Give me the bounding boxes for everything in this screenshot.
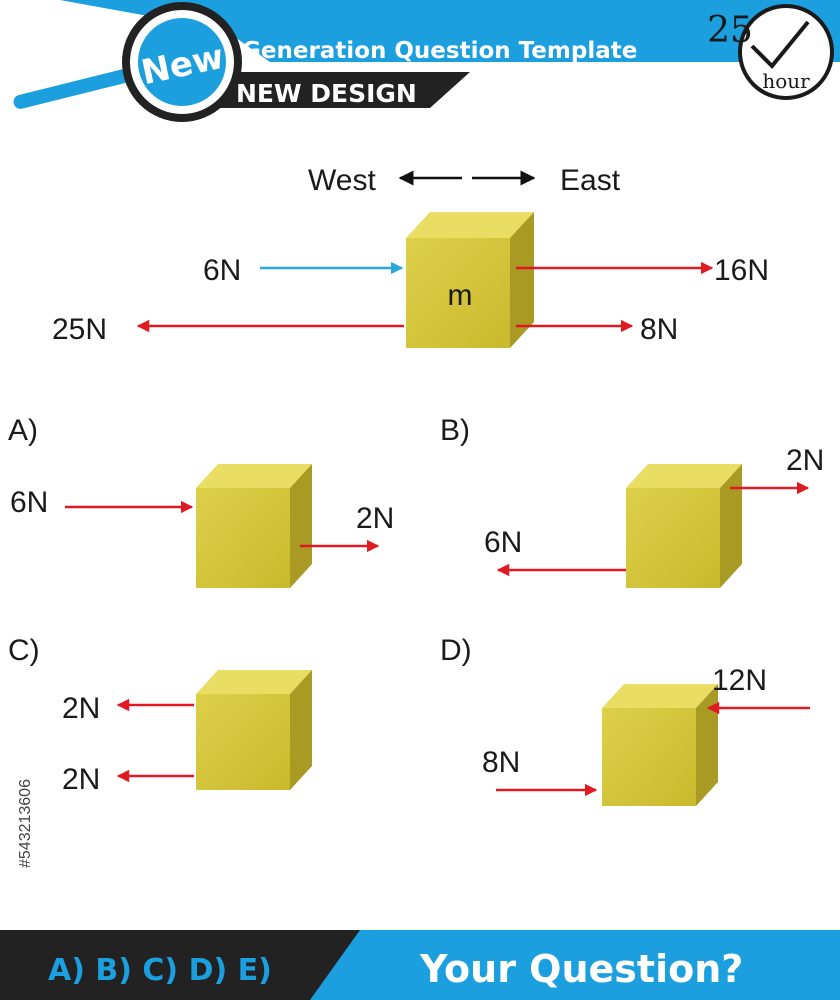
answer-choices: A) B) C) D) E) bbox=[48, 953, 272, 988]
option-a[interactable]: A) 6N 2N bbox=[8, 414, 394, 588]
direction-east: East bbox=[560, 164, 621, 197]
option-b[interactable]: B) 2N 6N bbox=[440, 414, 824, 588]
option-d-force-left: 8N bbox=[482, 746, 520, 779]
option-d-cube bbox=[602, 684, 718, 806]
header-title: Generation Question Template bbox=[242, 38, 637, 64]
direction-west: West bbox=[308, 164, 376, 197]
clock-number: 25 bbox=[707, 10, 753, 51]
option-b-force-left: 6N bbox=[484, 526, 522, 559]
question-diagram: West East m 6N 16N 25N 8N bbox=[52, 164, 769, 348]
option-c-force-bottom: 2N bbox=[62, 763, 100, 796]
option-c-label: C) bbox=[8, 634, 40, 667]
option-a-label: A) bbox=[8, 414, 38, 447]
option-b-label: B) bbox=[440, 414, 470, 447]
your-question-prompt: Your Question? bbox=[419, 947, 743, 991]
mass-label: m bbox=[448, 279, 473, 312]
option-a-force-right: 2N bbox=[356, 502, 394, 535]
header: New Generation Question Template NEW DES… bbox=[13, 0, 840, 122]
option-c-force-top: 2N bbox=[62, 692, 100, 725]
header-blue-band bbox=[60, 0, 840, 62]
stock-id-watermark: #543213606 bbox=[17, 779, 34, 868]
option-d[interactable]: D) 12N 8N bbox=[440, 634, 810, 806]
option-c-cube bbox=[196, 670, 312, 790]
option-c[interactable]: C) 2N 2N bbox=[8, 634, 312, 796]
option-a-force-left: 6N bbox=[10, 486, 48, 519]
force-label-25n: 25N bbox=[52, 313, 107, 346]
force-label-6n: 6N bbox=[203, 254, 241, 287]
option-d-label: D) bbox=[440, 634, 472, 667]
clock-icon: 25 hour bbox=[707, 4, 834, 100]
magnifier-handle-icon bbox=[13, 69, 131, 109]
force-label-16n: 16N bbox=[714, 254, 769, 287]
option-a-cube bbox=[196, 464, 312, 588]
header-dark-band bbox=[205, 72, 470, 108]
footer: A) B) C) D) E) Your Question? bbox=[0, 930, 840, 1000]
force-label-8n: 8N bbox=[640, 313, 678, 346]
footer-blue-band bbox=[310, 930, 840, 1000]
option-d-force-top: 12N bbox=[712, 664, 767, 697]
main-cube bbox=[406, 212, 534, 348]
option-b-cube bbox=[626, 464, 742, 588]
header-subtitle: NEW DESIGN bbox=[236, 79, 417, 108]
option-b-force-top: 2N bbox=[786, 444, 824, 477]
clock-unit: hour bbox=[762, 69, 810, 93]
